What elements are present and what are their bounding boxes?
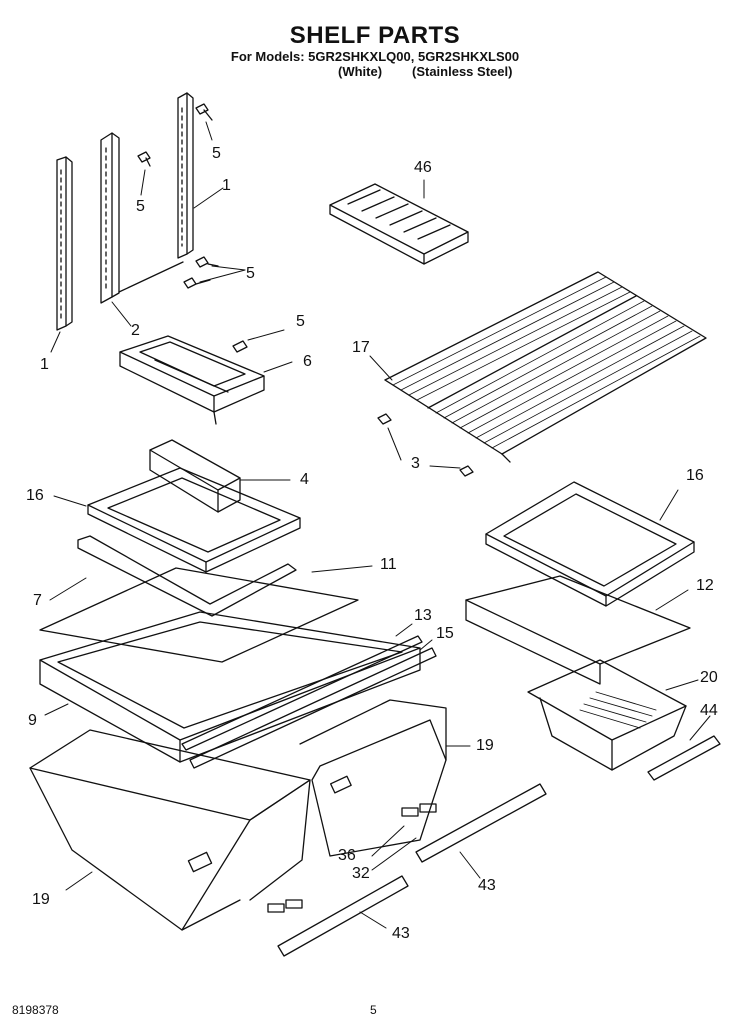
callout-43: 43 [478,877,496,894]
crisper-drawer-right [299,699,447,857]
callout-19: 19 [476,737,494,754]
leader-11 [311,565,373,573]
leader-9 [44,703,69,716]
leader-12 [655,589,689,611]
callout-5: 5 [136,198,145,215]
trim-strip-44 [647,735,721,781]
glass-shelf-right [485,481,695,607]
leader-20 [665,679,699,691]
shelf-stud-pegs [377,413,474,477]
callout-11: 11 [380,556,397,573]
callout-16: 16 [26,487,44,504]
leader-17 [369,355,393,381]
leader-43b [359,911,387,929]
stainless-label: (Stainless Steel) [412,64,513,79]
glass-panel [39,567,359,663]
callout-5: 5 [246,265,255,282]
ice-tray [329,183,469,265]
callout-13: 13 [414,607,432,624]
deli-tray [119,335,265,425]
callout-7: 7 [33,592,42,609]
callout-44: 44 [700,702,718,719]
glass-shelf-left [87,467,301,573]
rail-link-line [118,261,184,293]
callout-1: 1 [222,177,231,194]
callout-5: 5 [212,145,221,162]
callout-9: 9 [28,712,37,729]
callout-20: 20 [700,669,718,686]
crisper-drawer-left [29,729,311,931]
callout-19: 19 [32,891,50,908]
crisper-cover-frame [39,611,421,763]
leader-3a [387,427,402,461]
callout-32: 32 [352,865,370,882]
models-line: For Models: 5GR2SHKXLQ00, 5GR2SHKXLS00 [230,49,520,64]
drawer-slide-parts [267,803,437,913]
shelf-frame [77,535,297,617]
callout-16: 16 [686,467,704,484]
callout-4: 4 [300,471,309,488]
callout-6: 6 [303,353,312,370]
leader-32 [371,837,417,871]
utility-bin [149,439,241,513]
callout-15: 15 [436,625,454,642]
leader-19a [65,871,93,891]
page-title: SHELF PARTS [289,22,461,49]
leader-16b [659,489,679,521]
shelf-frame-right [465,575,691,685]
leader-43a [459,851,481,879]
page-number: 5 [370,1003,377,1017]
callout-3: 3 [411,455,420,472]
document-number: 8198378 [12,1003,59,1017]
callout-46: 46 [414,159,432,176]
crisper-trim-pieces [277,783,547,957]
leader-44 [689,715,711,741]
callout-1: 1 [40,356,49,373]
wire-shelf [384,271,707,463]
shelf-rail-center [100,132,120,304]
leader-16a [53,495,87,507]
callout-43: 43 [392,925,410,942]
leader-13 [395,623,413,637]
rail-screws [137,103,219,289]
deli-screw [232,340,248,353]
leader-5-deli [247,329,285,341]
shelf-rail-right [177,92,194,259]
leader-15 [419,639,433,651]
callout-2: 2 [131,322,140,339]
callout-5: 5 [296,313,305,330]
wire-shelf-rods [392,276,701,449]
meat-pan [527,659,687,771]
leader-6 [263,361,293,373]
trim-strips [181,635,437,769]
leader-36 [371,825,405,857]
leader-3b [429,465,461,469]
callout-12: 12 [696,577,714,594]
shelf-rail-left [56,156,73,331]
callout-36: 36 [338,847,356,864]
leader-7 [49,577,87,601]
callout-17: 17 [352,339,370,356]
leader-lines-top-left [50,121,246,353]
white-label: (White) [338,64,383,79]
